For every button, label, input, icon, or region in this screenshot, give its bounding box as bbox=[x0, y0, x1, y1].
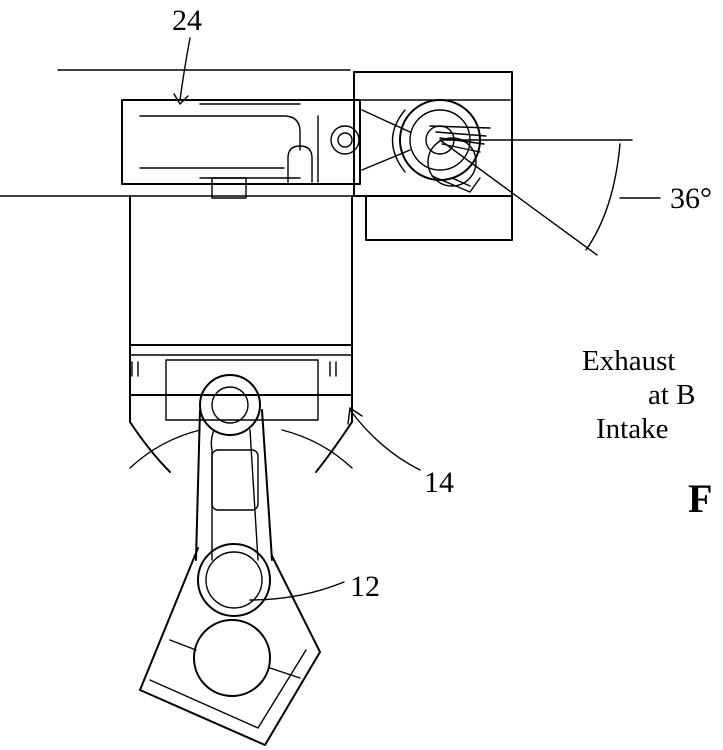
crank-counterweight bbox=[139, 547, 321, 746]
leader-24 bbox=[179, 37, 191, 101]
caption-line-3: Intake bbox=[596, 413, 668, 445]
cylinder bbox=[129, 195, 353, 473]
housing-mount bbox=[365, 195, 513, 241]
figure-label: F bbox=[688, 476, 712, 521]
ref-label-12: 12 bbox=[350, 570, 380, 603]
leader-14 bbox=[349, 409, 421, 471]
crank-assembly bbox=[399, 99, 491, 193]
angle-label: 36° bbox=[670, 182, 712, 215]
leader-14-arrow bbox=[347, 407, 363, 425]
connecting-rod bbox=[195, 374, 273, 617]
ref-label-24: 24 bbox=[172, 4, 202, 37]
opposed-piston bbox=[121, 99, 411, 185]
angle-ray bbox=[439, 139, 598, 256]
leader-12 bbox=[249, 581, 345, 601]
caption-line-2: at B bbox=[648, 379, 696, 411]
ref-label-14: 14 bbox=[424, 466, 454, 499]
leader-24-arrow bbox=[173, 93, 189, 105]
caption-line-1: Exhaust bbox=[582, 345, 675, 377]
piston-pin-block bbox=[211, 177, 247, 199]
angle-arc bbox=[585, 143, 621, 251]
